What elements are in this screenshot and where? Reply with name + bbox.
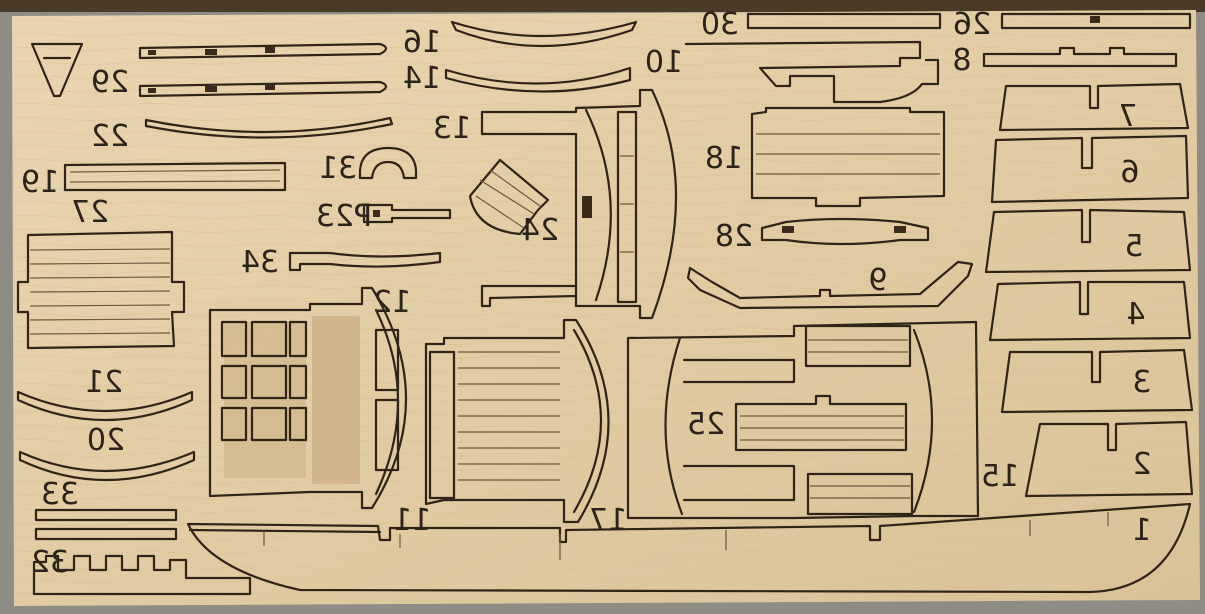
label-25: 25 (687, 407, 725, 442)
label-3: 3 (1132, 365, 1151, 400)
label-15: 15 (981, 459, 1019, 494)
label-1: 1 (1132, 513, 1151, 548)
part-24 (468, 158, 550, 236)
part-33 (34, 508, 178, 541)
part-22 (144, 116, 394, 139)
label-29: 29 (91, 65, 129, 100)
label-10: 10 (645, 45, 683, 80)
label-33: 33 (41, 477, 79, 512)
part-1 (186, 502, 1192, 594)
label-4: 4 (1126, 297, 1145, 332)
part-19 (63, 161, 287, 192)
label-11: 11 (393, 503, 431, 538)
label-8: 8 (952, 43, 971, 78)
part-32 (32, 554, 252, 596)
label-9: 9 (868, 263, 887, 298)
label-22: 22 (91, 119, 129, 154)
part-23 (362, 203, 452, 224)
label-27: 27 (71, 195, 109, 230)
part-10 (684, 40, 940, 104)
part-28 (760, 217, 930, 246)
label-28: 28 (715, 219, 753, 254)
part-5 (984, 208, 1192, 274)
label-34: 34 (241, 245, 279, 280)
part-2 (1024, 420, 1194, 498)
label-21: 21 (85, 365, 123, 400)
part-14-top-arc (450, 20, 638, 48)
label-6: 6 (1120, 155, 1139, 190)
part-18 (750, 106, 946, 208)
label-18: 18 (705, 141, 743, 176)
part-a (30, 42, 84, 98)
label-32: 32 (31, 545, 69, 580)
label-13: 13 (433, 111, 471, 146)
label-23: P23 (316, 199, 372, 234)
part-31 (358, 146, 418, 180)
part-34 (288, 251, 442, 272)
part-30 (746, 12, 942, 30)
label-14: 14 (403, 61, 441, 96)
part-25 (626, 320, 980, 520)
label-30: 30 (701, 7, 739, 42)
part-number-labels: 1 2 3 4 5 6 7 8 9 10 11 12 13 14 15 16 1… (21, 7, 1152, 580)
part-13 (480, 88, 678, 320)
label-12: 12 (373, 285, 411, 320)
label-5: 5 (1124, 229, 1143, 264)
label-16: 16 (403, 25, 441, 60)
label-7: 7 (1118, 99, 1137, 134)
label-24: 24 (521, 213, 559, 248)
label-19: 19 (21, 165, 59, 200)
part-7 (998, 82, 1190, 132)
part-27 (16, 230, 186, 350)
label-31: 31 (319, 151, 357, 186)
part-16 (138, 42, 388, 60)
dark-edge (0, 0, 1205, 12)
wood-grain (12, 10, 1200, 606)
part-29 (138, 80, 388, 98)
part-11 (424, 318, 610, 524)
part-26 (1000, 12, 1192, 30)
label-20: 20 (87, 423, 125, 458)
part-4 (988, 280, 1192, 342)
part-3 (1000, 348, 1194, 414)
part-21 (16, 390, 194, 422)
part-9 (686, 260, 974, 310)
label-2: 2 (1132, 447, 1151, 482)
label-26: 26 (953, 7, 991, 42)
part-8 (982, 46, 1178, 68)
part-14-arc (444, 66, 632, 93)
part-6 (990, 134, 1190, 204)
label-17: 17 (589, 503, 627, 538)
part-20 (18, 450, 196, 482)
part-12 (208, 286, 408, 510)
